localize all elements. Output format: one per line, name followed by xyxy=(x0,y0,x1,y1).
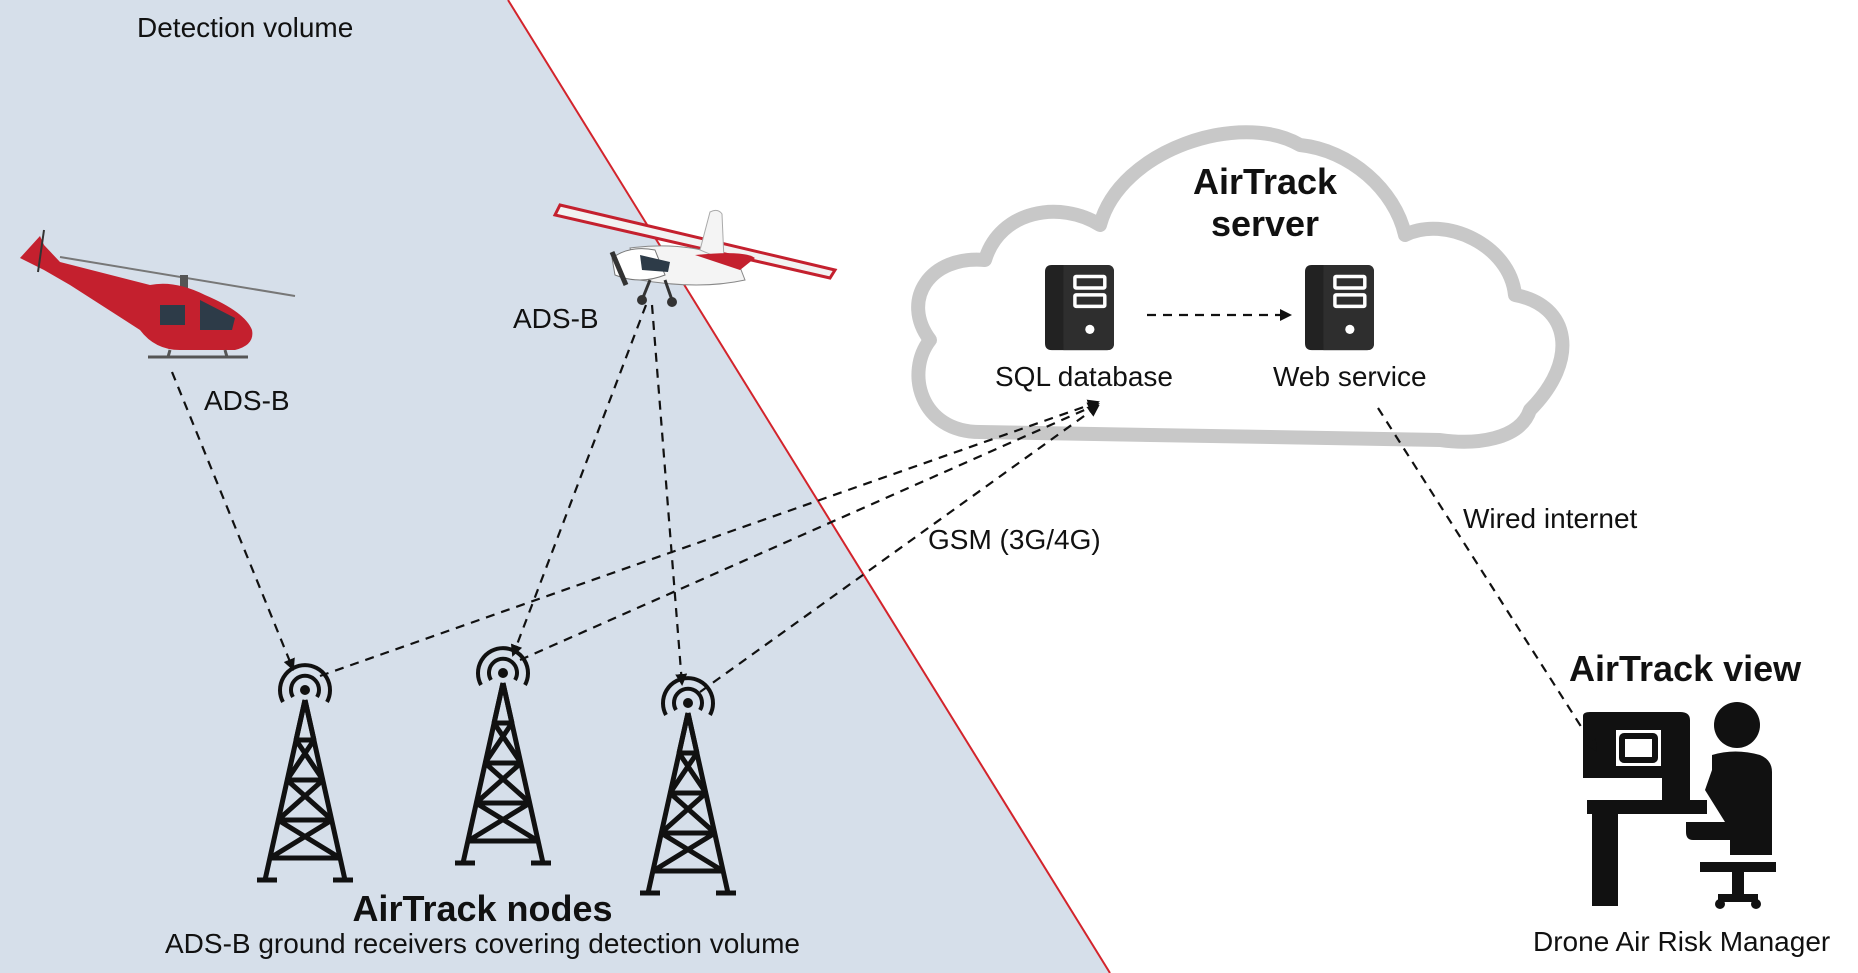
cloud-shape xyxy=(911,125,1570,449)
adsb-link-airplane-node2 xyxy=(510,304,648,657)
airplane-adsb-label: ADS-B xyxy=(513,303,599,334)
sql-database-label: SQL database xyxy=(995,361,1173,392)
adsb-link-helicopter xyxy=(170,371,295,671)
airplane-icon xyxy=(552,203,838,307)
web-service-label: Web service xyxy=(1273,361,1427,392)
detection-volume-region xyxy=(0,0,1110,973)
airtrack-nodes-subtitle: ADS-B ground receivers covering detectio… xyxy=(165,928,800,959)
airtrack-nodes-title: AirTrack nodes xyxy=(352,888,613,929)
wired-internet-label: Wired internet xyxy=(1463,503,1638,534)
helicopter-icon xyxy=(20,229,296,359)
operator-workstation-icon xyxy=(1583,702,1776,909)
internet-link xyxy=(1377,407,1598,752)
detection-boundary-line xyxy=(507,0,1111,973)
gsm-link-node3 xyxy=(699,404,1100,693)
drone-air-risk-manager-label: Drone Air Risk Manager xyxy=(1533,926,1831,957)
sql-database-server-icon xyxy=(1043,263,1116,352)
web-service-server-icon xyxy=(1303,263,1376,352)
gsm-link-label: GSM (3G/4G) xyxy=(928,524,1101,555)
airtrack-view-title: AirTrack view xyxy=(1569,648,1802,689)
server-title-line1: AirTrack xyxy=(1192,161,1338,202)
server-title-line2: server xyxy=(1210,203,1320,244)
helicopter-adsb-label: ADS-B xyxy=(204,385,290,416)
detection-volume-label: Detection volume xyxy=(137,12,354,43)
